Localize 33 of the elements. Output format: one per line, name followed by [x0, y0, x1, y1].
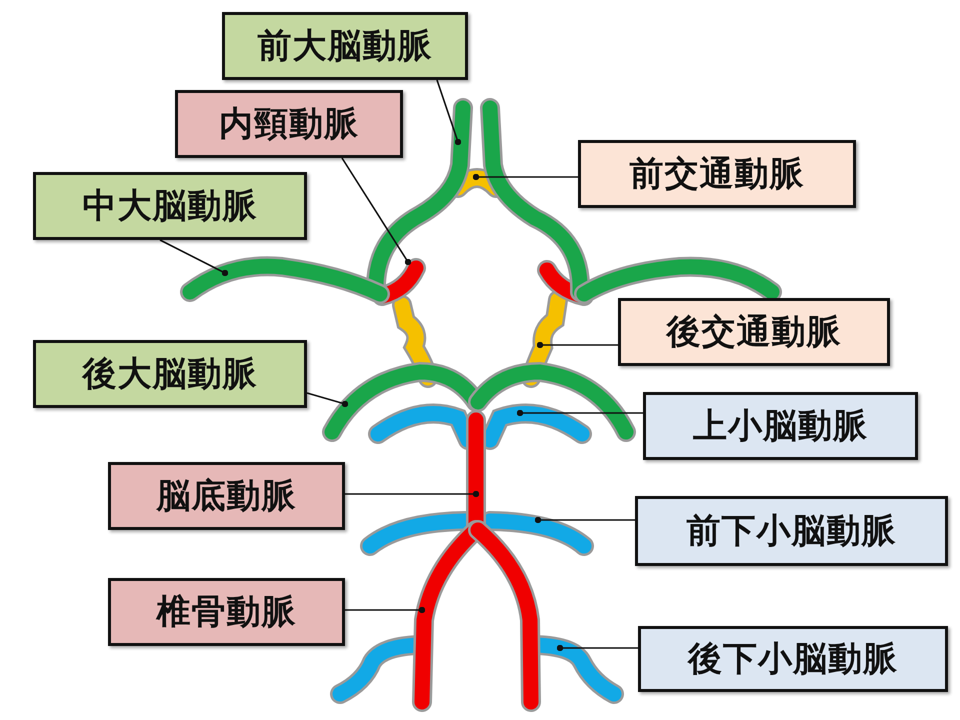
leader-line [436, 80, 462, 146]
label-box [33, 340, 307, 408]
leader-line [345, 490, 480, 498]
label-box [108, 578, 345, 646]
label-box [578, 140, 856, 208]
label-box [222, 12, 468, 80]
artery-name: 脳底動脈 [156, 475, 296, 518]
artery-name: 内頸動脈 [219, 103, 359, 146]
label-box [643, 392, 918, 460]
label-box [33, 172, 307, 240]
leader-line [472, 174, 578, 180]
leader-line [516, 410, 643, 416]
artery-name: 前交通動脈 [630, 153, 804, 196]
artery-name: 椎骨動脈 [156, 591, 296, 634]
label-box [618, 298, 890, 366]
artery-name: 中大脳動脈 [82, 185, 258, 228]
label-box [638, 626, 948, 692]
label-box [635, 496, 948, 566]
leader-line [556, 644, 638, 652]
label-box [175, 90, 403, 158]
leader-line [160, 239, 228, 276]
artery-name: 後大脳動脈 [82, 353, 258, 396]
artery-name: 上小脳動脈 [693, 405, 868, 448]
leader-line [341, 158, 412, 266]
artery-name: 前下小脳動脈 [686, 510, 896, 553]
leader-line [536, 342, 618, 348]
artery-name: 後下小脳動脈 [688, 638, 898, 681]
artery-name: 前大脳動脈 [258, 25, 432, 68]
leader-line [534, 516, 635, 524]
leader-line [306, 392, 348, 408]
leader-line [345, 606, 426, 614]
label-box [108, 462, 345, 530]
artery-name: 後交通動脈 [666, 311, 842, 354]
